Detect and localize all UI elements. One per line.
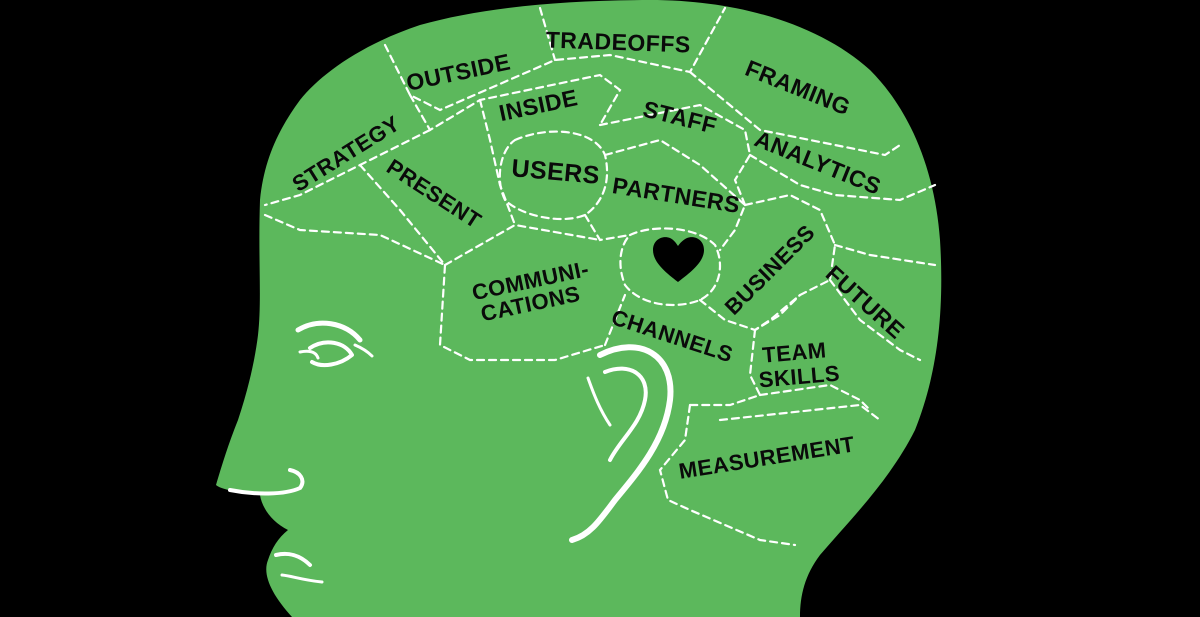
head-silhouette (216, 0, 942, 617)
label-team: TEAM (761, 337, 827, 368)
ear-icon (569, 344, 674, 543)
nose-icon (228, 468, 305, 496)
label-tradeoffs: TRADEOFFS (545, 26, 691, 57)
region-boundaries (263, 6, 937, 547)
heart-icon (653, 237, 704, 282)
mouth-icon (274, 551, 324, 584)
eye-icon (295, 320, 374, 368)
